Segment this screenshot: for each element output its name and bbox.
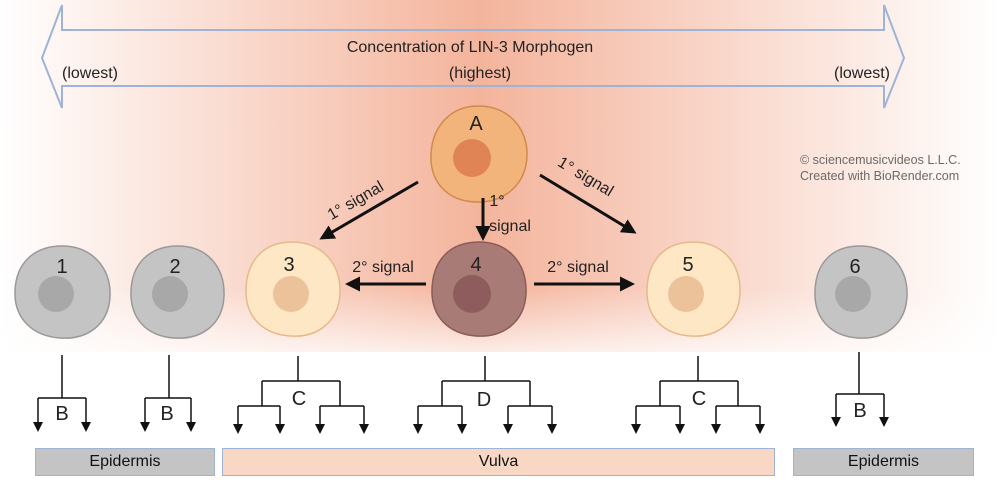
cell-4-label: 4 — [470, 254, 481, 276]
fate-label-vulva: Vulva — [478, 453, 519, 470]
lineage-label-4: D — [477, 389, 491, 411]
credit-line-2: Created with BioRender.com — [800, 169, 960, 183]
fate-bar-epidermis-left: Epidermis — [35, 448, 215, 476]
lineage-tree-cell-3 — [233, 356, 369, 434]
lineage-label-5: C — [692, 388, 706, 410]
lineage-tree-cell-5 — [631, 356, 765, 434]
cell-6-label: 6 — [849, 256, 860, 278]
lineage-tree-cell-4 — [413, 356, 557, 434]
cell-1: 1 — [14, 245, 111, 339]
primary-signal-arrow-right — [539, 173, 637, 234]
lineage-tree-cell-2 — [140, 355, 196, 432]
anchor-cell-label: A — [469, 113, 483, 135]
credit-line-1: © sciencemusicvideos L.L.C. — [800, 153, 961, 167]
fate-label-epidermis-left: Epidermis — [89, 453, 161, 470]
lineage-label-6: B — [853, 400, 866, 422]
cell-3: 3 — [245, 241, 341, 337]
label-highest: (highest) — [449, 65, 511, 82]
primary-signal-arrow-left — [319, 180, 419, 240]
primary-signal-label-down-1: 1° — [489, 193, 504, 210]
lineage-tree-cell-1 — [33, 355, 91, 432]
cell-6: 6 — [814, 245, 908, 339]
credit-text: © sciencemusicvideos L.L.C. Created with… — [800, 152, 961, 184]
cell-3-label: 3 — [283, 254, 294, 276]
cell-2: 2 — [130, 245, 225, 339]
fate-label-epidermis-right: Epidermis — [847, 453, 920, 470]
label-lowest-right: (lowest) — [834, 65, 890, 82]
label-lowest-left: (lowest) — [62, 65, 118, 82]
concentration-title: Concentration of LIN-3 Morphogen — [347, 39, 593, 56]
cell-5-label: 5 — [682, 254, 693, 276]
primary-signal-label-down-2: signal — [489, 218, 531, 235]
lineage-label-3: C — [292, 388, 306, 410]
secondary-signal-label-left: 2° signal — [352, 259, 414, 276]
lineage-label-2: B — [160, 403, 173, 425]
fate-bar-epidermis-right: Epidermis — [793, 448, 974, 476]
concentration-double-arrow — [40, 4, 906, 109]
cell-4: 4 — [431, 241, 527, 337]
fate-bar-vulva: Vulva — [222, 448, 775, 476]
anchor-cell: A — [430, 105, 528, 203]
cell-5: 5 — [646, 241, 741, 337]
secondary-signal-label-right: 2° signal — [547, 259, 609, 276]
cell-1-label: 1 — [56, 256, 67, 278]
lineage-label-1: B — [55, 403, 68, 425]
lineage-tree-cell-6 — [831, 352, 889, 427]
cell-2-label: 2 — [169, 256, 180, 278]
